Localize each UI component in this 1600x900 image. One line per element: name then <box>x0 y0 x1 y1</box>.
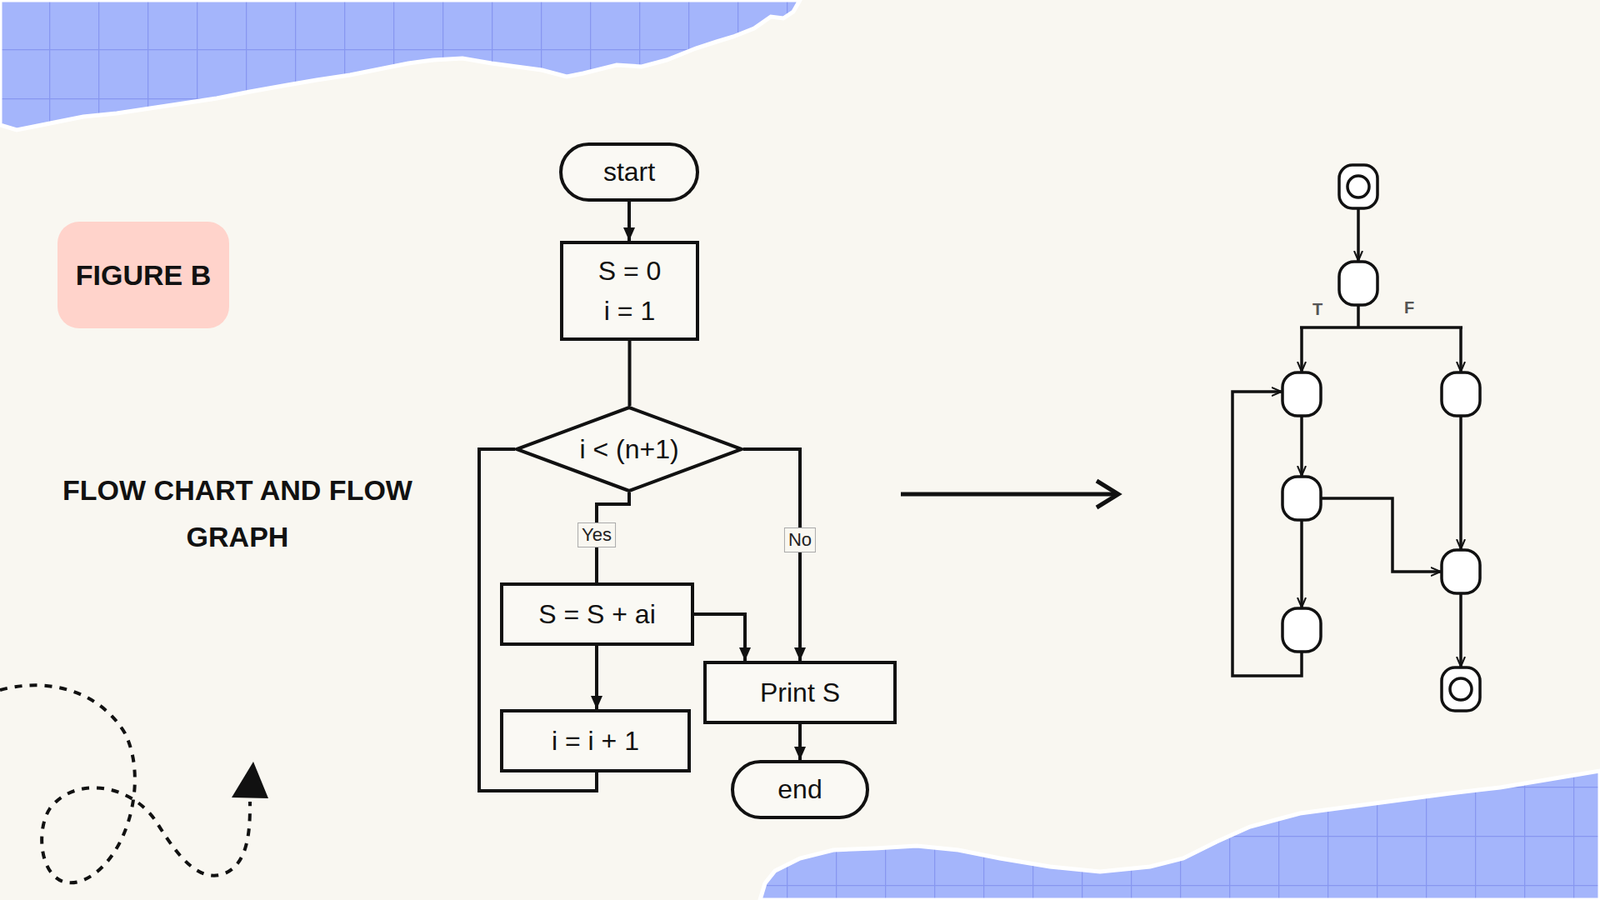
process-box: i = i + 1 <box>500 709 691 773</box>
node-text-wrap: S = 0 i = 1 <box>594 250 666 331</box>
decision-diamond: i < (n+1) <box>515 405 744 493</box>
flow-connector <box>595 645 599 710</box>
node-text-wrap: S = S + ai <box>538 599 656 630</box>
node-text-wrap: Print S <box>760 677 840 709</box>
swirl-arrowhead <box>231 761 269 799</box>
torn-paper-grid <box>0 0 800 130</box>
flow-graph <box>1232 165 1480 711</box>
node-text-wrap: i < (n+1) <box>579 434 679 465</box>
diagram-title: FLOW CHART AND FLOW GRAPH <box>33 466 442 560</box>
node-text: S = S + ai <box>538 599 656 630</box>
edge-label: No <box>784 527 816 553</box>
flow-connector <box>694 614 745 661</box>
node-text: S = 0 i = 1 <box>594 250 666 331</box>
flow-connector <box>743 449 800 661</box>
flow-connector <box>798 724 802 760</box>
node-text: start <box>603 156 655 188</box>
torn-paper-grid <box>760 770 1600 900</box>
terminal-pill: end <box>730 760 870 820</box>
branch-label: T <box>1312 300 1323 320</box>
dashed-swirl <box>0 685 250 883</box>
terminal-pill: start <box>559 142 700 202</box>
process-box: S = S + ai <box>500 582 695 646</box>
flow-connector <box>627 201 631 241</box>
node-text-wrap: start <box>603 156 655 188</box>
node-text: Print S <box>760 677 840 709</box>
node-text-wrap: end <box>777 774 822 805</box>
node-text: i = i + 1 <box>551 725 640 757</box>
node-text-wrap: FIGURE B <box>75 259 211 292</box>
figure-label: FIGURE B <box>75 259 211 292</box>
flow-connector <box>628 340 632 406</box>
output-box: Print S <box>703 660 897 725</box>
figure-tag: FIGURE B <box>57 221 230 329</box>
branch-label: F <box>1404 298 1415 318</box>
process-box: S = 0 i = 1 <box>560 240 700 341</box>
node-text: end <box>777 774 822 805</box>
edge-label: Yes <box>577 522 616 548</box>
transform-arrow <box>900 480 1119 508</box>
node-text: i < (n+1) <box>579 434 679 465</box>
node-text-wrap: i = i + 1 <box>551 725 640 757</box>
